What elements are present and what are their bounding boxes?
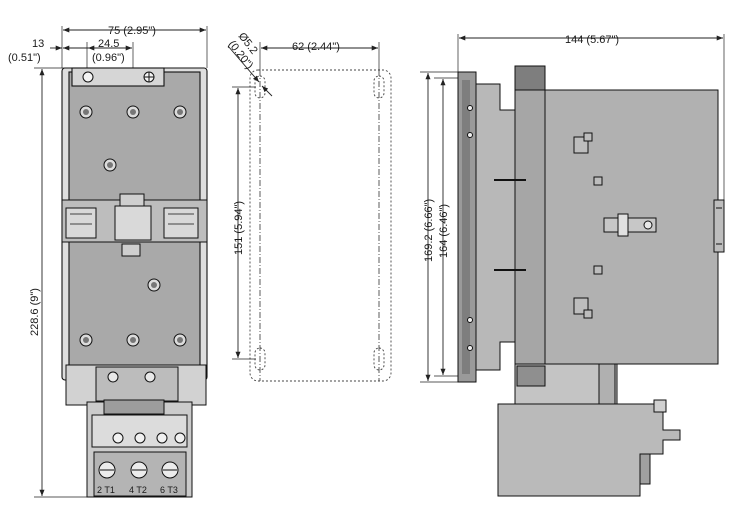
terminal-label-1: 2 T1 [97,485,115,495]
bottom-screw-row [79,333,187,347]
front-view: 75 (2.95") 24.5 (0.96") 13 (0.51") 228.6… [8,25,208,498]
terminal-label-2: 4 T2 [129,485,147,495]
front-height-label: 228.6 (9") [29,288,41,336]
offset-13-label: 13 [32,38,44,50]
offset-24-label: 24.5 [98,38,119,50]
template-width-label: 62 (2.44") [292,41,340,53]
top-screw-row [79,105,187,119]
side-depth-label: 144 (5.67") [565,34,619,46]
offset-24-inch-label: (0.96") [92,52,125,64]
overload-relay: 2 T1 4 T2 6 T3 [86,399,193,498]
side-height-outer-label: 169.2 (6.66") [423,199,435,262]
side-view: 144 (5.67") 169.2 (6.66") 164 (6.46") [420,34,725,497]
drill-template: 62 (2.44") Ø5.2 (0.20") 151 (5.94") [226,30,392,382]
template-height-label: 151 (5.94") [233,201,245,255]
side-height-inner-label: 164 (6.46") [438,204,450,258]
offset-13-inch-label: (0.51") [8,52,41,64]
terminal-label-3: 6 T3 [160,485,178,495]
front-width-label: 75 (2.95") [108,25,156,37]
